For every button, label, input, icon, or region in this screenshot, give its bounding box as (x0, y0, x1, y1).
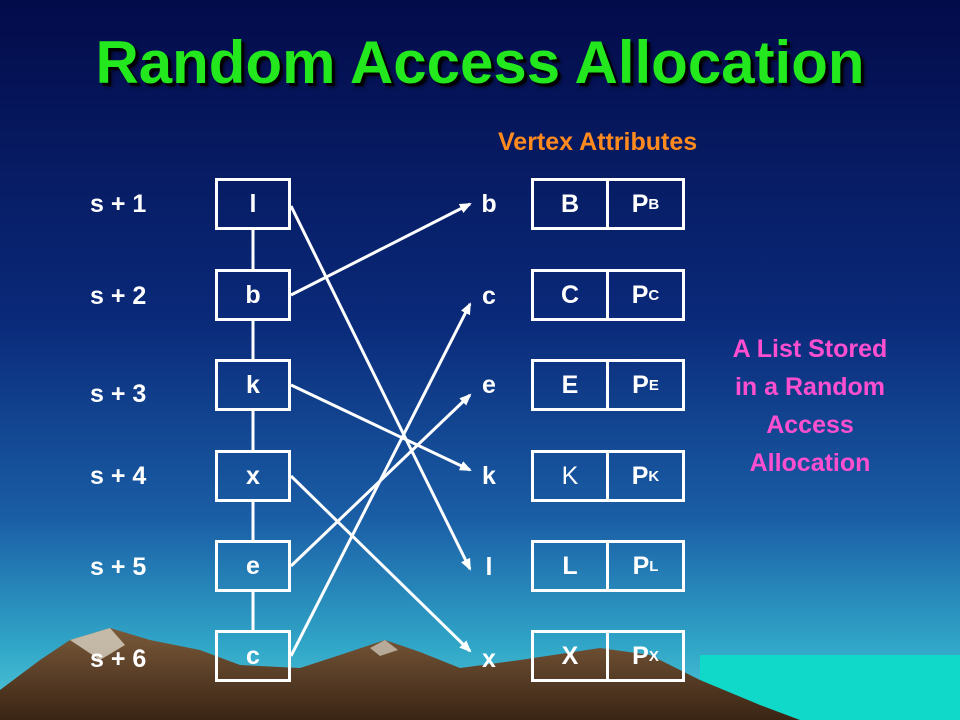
slot-value: e (246, 551, 260, 580)
vertex-name: l (485, 553, 493, 581)
vertex-name: c (482, 282, 496, 310)
slot-box: c (215, 630, 291, 682)
slot-value: c (246, 641, 260, 670)
slot-label: s + 2 (90, 282, 147, 310)
arrow-x (289, 474, 472, 653)
arrow-l (289, 205, 472, 571)
vertex-name: x (482, 645, 496, 673)
slot-value: l (249, 189, 257, 218)
attr-name-cell: C (531, 269, 609, 321)
vertex-attributes-heading: Vertex Attributes (498, 128, 698, 156)
slot-box: l (215, 178, 291, 230)
slot-label: s + 5 (90, 553, 147, 581)
note-text: A List Stored in a Random Access Allocat… (700, 330, 920, 482)
slot-box: k (215, 359, 291, 411)
attr-name: L (562, 551, 578, 580)
arrow-c (289, 302, 472, 657)
attr-name-cell: B (531, 178, 609, 230)
arrow-k (290, 383, 472, 472)
vertex-name: b (481, 190, 497, 218)
slot-value: k (246, 370, 260, 399)
slot-label: s + 3 (90, 380, 147, 408)
note-line: Access (766, 411, 854, 439)
note-line: in a Random (734, 373, 885, 401)
note-line: A List Stored (732, 335, 888, 363)
attr-name-cell: K (531, 450, 609, 502)
attr-name-cell: X (531, 630, 609, 682)
slot-label: s + 6 (90, 645, 147, 673)
slot-value: b (245, 280, 261, 309)
attr-name: C (560, 280, 580, 309)
slot-box: b (215, 269, 291, 321)
vertex-name: e (482, 371, 496, 399)
note-line: Allocation (749, 449, 871, 477)
attr-name: E (561, 370, 579, 399)
mountains (0, 628, 800, 720)
vertex-name: k (482, 462, 496, 490)
slot-box: x (215, 450, 291, 502)
slot-label: s + 1 (90, 190, 147, 218)
slot-value: x (246, 461, 260, 490)
slot-label: s + 4 (90, 462, 147, 490)
attr-name-cell: E (531, 359, 609, 411)
attr-name: K (561, 461, 579, 490)
attr-name: X (561, 641, 579, 670)
arrow-b (290, 202, 472, 297)
attr-name: B (560, 189, 580, 218)
slot-box: e (215, 540, 291, 592)
attr-name-cell: L (531, 540, 609, 592)
slide-title: Random Access Allocation (95, 29, 865, 96)
